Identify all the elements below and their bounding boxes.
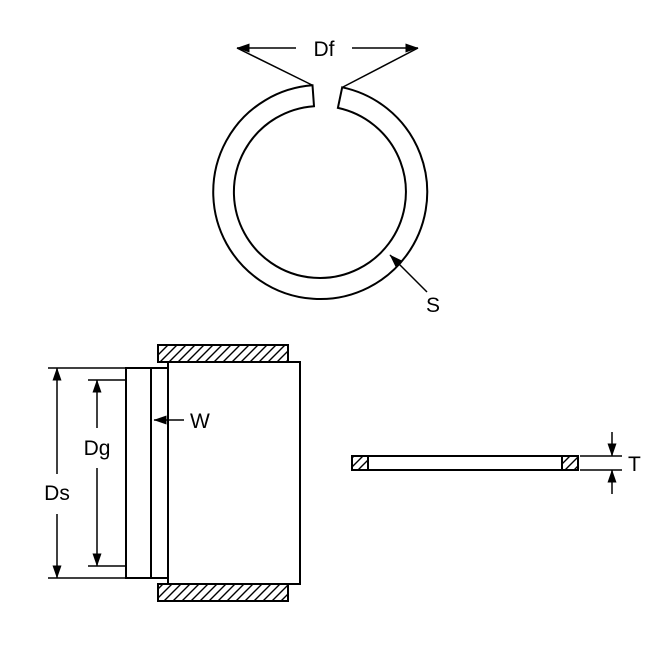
shaft-section-view: Ds Dg W: [44, 344, 301, 602]
s-leader-line: [389, 254, 428, 293]
label-section: S: [426, 294, 440, 317]
ring-cross-section: [125, 367, 152, 579]
dimension-width: W: [153, 410, 210, 433]
df-leader-right: [342, 47, 419, 88]
dimension-thickness: T: [580, 432, 641, 494]
label-shaft-diameter: Ds: [44, 482, 70, 505]
ring-edge-bar: [351, 455, 579, 471]
dimension-shaft-diameter: Ds: [44, 367, 126, 579]
dimension-groove-diameter: Dg: [84, 379, 126, 567]
ring-edge-view: T: [351, 432, 641, 494]
label-free-diameter: Df: [314, 38, 335, 61]
label-thickness: T: [628, 453, 641, 476]
ring-front-view: Df S: [212, 38, 440, 317]
ring-edge-hatch-left: [351, 455, 369, 471]
shaft-hatch-top: [157, 344, 289, 363]
label-width: W: [190, 410, 210, 433]
shaft-body: [167, 361, 301, 585]
shaft-hatch-bottom: [157, 583, 289, 602]
ring-body: [212, 84, 429, 300]
label-groove-diameter: Dg: [84, 437, 111, 460]
dimension-free-diameter: Df: [236, 38, 419, 88]
df-leader-left: [236, 47, 313, 86]
dimension-section: S: [389, 254, 440, 317]
ring-edge-hatch-right: [561, 455, 579, 471]
